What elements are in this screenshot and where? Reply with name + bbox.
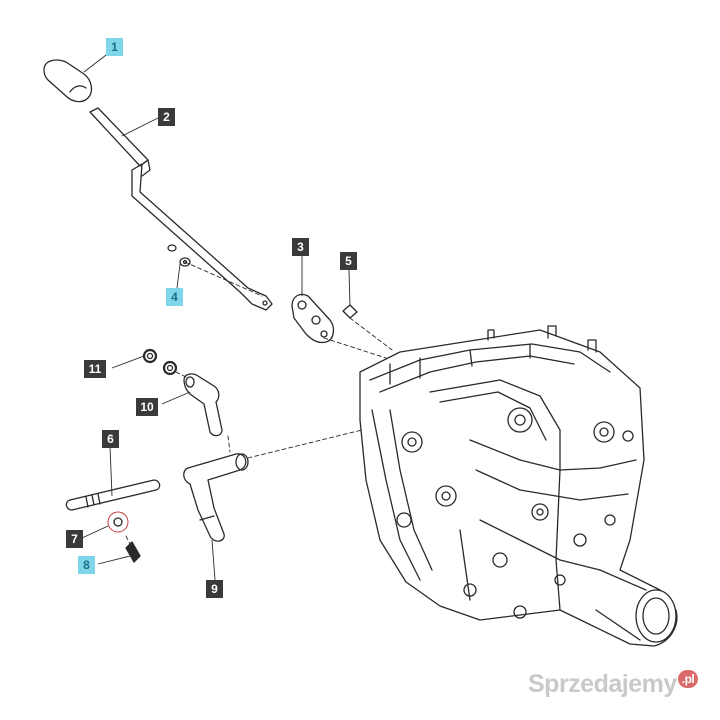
- callout-4: 4: [166, 288, 183, 306]
- watermark-text: Sprzedajemy: [528, 670, 677, 698]
- part-8-spring: [125, 541, 141, 563]
- assembly-dashed-lines: [125, 261, 393, 545]
- callout-1: 1: [106, 38, 123, 56]
- part-6-shaft: [65, 479, 161, 511]
- watermark-logo: Sprzedajemy.pl: [528, 669, 699, 699]
- part-1-lever-knob: [43, 59, 93, 103]
- callout-11: 11: [84, 360, 106, 378]
- part-7-ball: [107, 511, 129, 533]
- callout-9: 9: [206, 580, 223, 598]
- callout-3: 3: [292, 238, 309, 256]
- transmission-housing: [359, 325, 678, 647]
- callout-8: 8: [78, 556, 95, 574]
- part-11-o-rings: [142, 348, 178, 376]
- callout-6: 6: [102, 430, 119, 448]
- part-3-lever-bracket: [291, 293, 335, 344]
- callout-7: 7: [66, 530, 83, 548]
- part-5-pin: [342, 304, 358, 319]
- part-9-selector-fork: [183, 453, 249, 542]
- callout-10: 10: [136, 398, 158, 416]
- part-2-gear-lever: [89, 107, 273, 311]
- part-10-selector-arm: [183, 373, 223, 437]
- watermark-suffix: .pl: [677, 669, 699, 688]
- callout-2: 2: [158, 108, 175, 126]
- callout-5: 5: [340, 252, 357, 270]
